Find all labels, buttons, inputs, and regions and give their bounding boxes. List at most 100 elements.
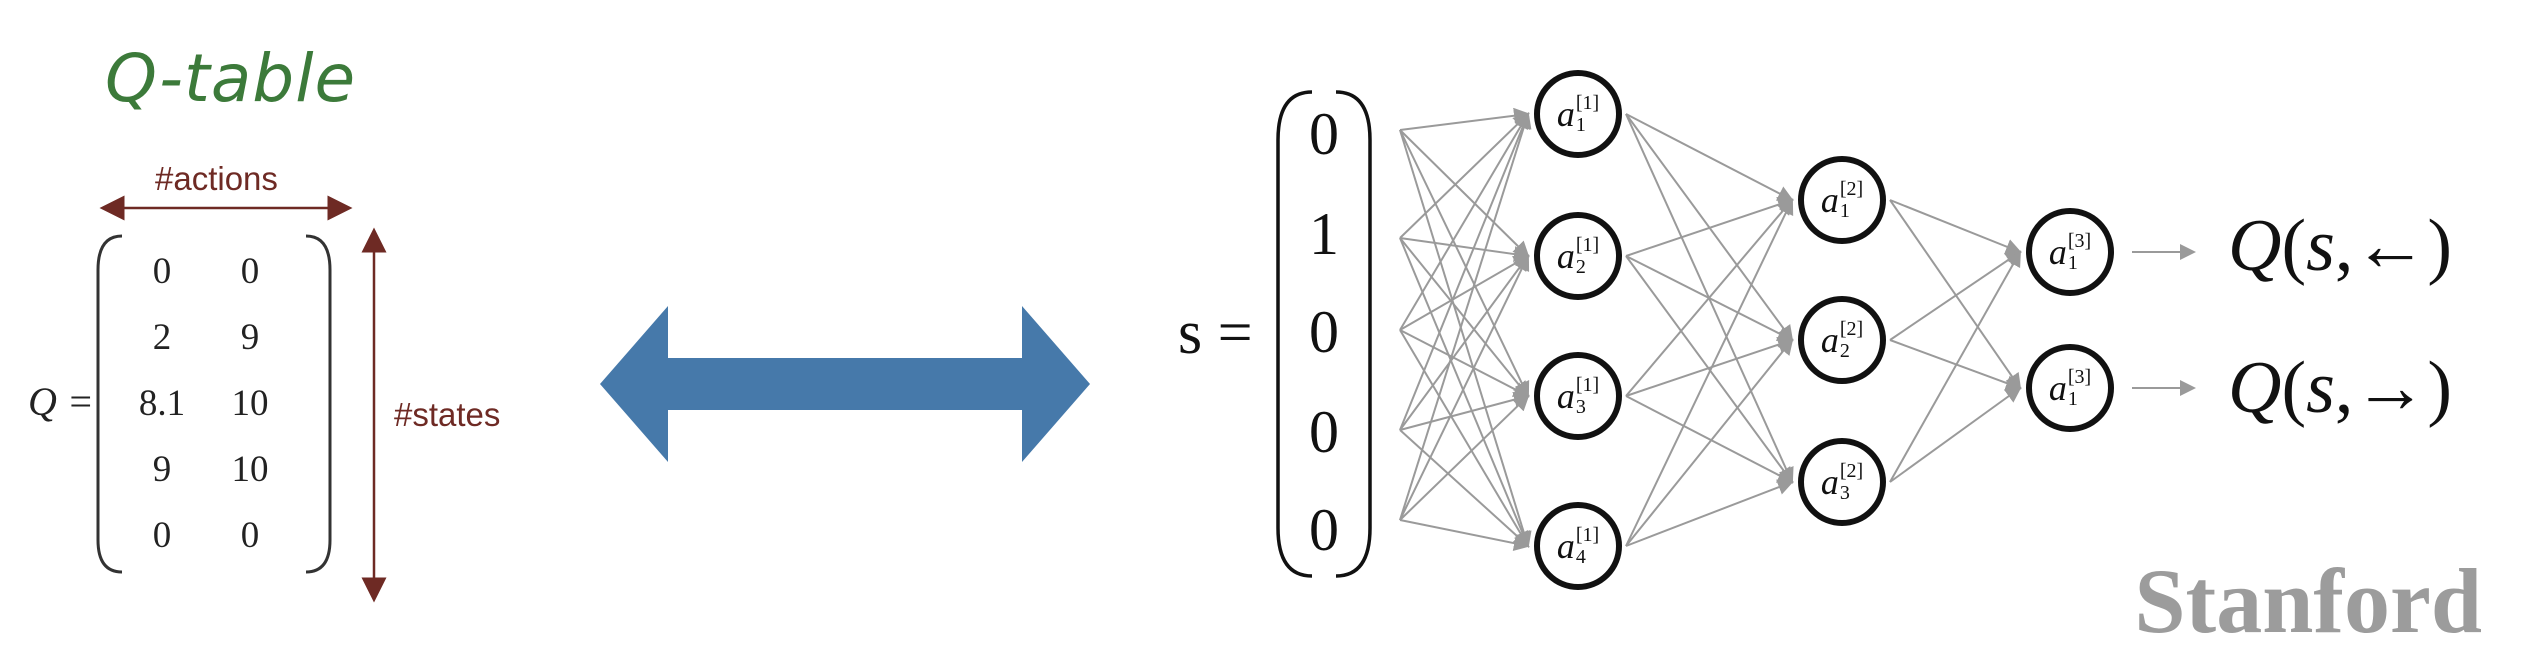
network-edge <box>1399 112 1531 431</box>
states-label: #states <box>394 396 501 433</box>
neuron-label: a[1]3 <box>1540 358 1616 434</box>
network-edge <box>1399 237 1530 262</box>
neuron-label-layer: [1] <box>1575 234 1600 256</box>
network-edge <box>1625 198 1794 397</box>
network-edge <box>1399 254 1530 521</box>
qtable-cell: 10 <box>231 449 269 490</box>
neuron-label-index: 3 <box>1839 482 1850 504</box>
neuron-node: a[2]1 <box>1798 156 1886 244</box>
input-vector-entry: 0 <box>1309 497 1339 563</box>
network-edge <box>1399 519 1530 552</box>
equivalence-double-arrow <box>600 306 1090 462</box>
neuron-node: a[3]1 <box>2026 344 2114 432</box>
q-output-arg: s <box>2306 205 2335 287</box>
q-output-action: ← <box>2353 205 2428 287</box>
qtable-cell: 0 <box>152 515 172 556</box>
network-edge <box>1399 129 1530 258</box>
neuron-label-base: a <box>2048 368 2067 408</box>
neuron-label-base: a <box>1556 236 1575 276</box>
neuron-label-index: 1 <box>1575 114 1586 136</box>
network-edge <box>1399 254 1530 331</box>
network-edge <box>1625 196 1794 257</box>
neuron-label-index: 4 <box>1575 546 1586 568</box>
neuron-label-layer: [3] <box>2067 230 2092 252</box>
neuron-node: a[1]4 <box>1534 502 1622 590</box>
input-vector-entry: 1 <box>1309 201 1339 267</box>
qtable-cell: 0 <box>240 515 260 556</box>
neuron-label: a[1]4 <box>1540 508 1616 584</box>
neuron-label: a[2]3 <box>1804 444 1880 520</box>
network-edge <box>1399 112 1530 239</box>
neuron-label-layer: [1] <box>1575 524 1600 546</box>
neuron-label-base: a <box>1556 526 1575 566</box>
neuron-label: a[2]1 <box>1804 162 1880 238</box>
neuron-label-base: a <box>1556 376 1575 416</box>
neuron-node: a[3]1 <box>2026 208 2114 296</box>
network-edge <box>1889 386 2022 483</box>
q-output-fn: Q <box>2228 347 2282 429</box>
q-output-action: → <box>2353 347 2428 429</box>
neuron-label-layer: [1] <box>1575 92 1600 114</box>
q-output-label: Q(s,→) <box>2228 347 2453 429</box>
neuron-label: a[2]2 <box>1804 302 1880 378</box>
q-output-arg: s <box>2306 347 2335 429</box>
svec-right-bracket <box>1335 90 1372 578</box>
network-edge <box>1399 129 1530 398</box>
qtable-title: Q-table <box>105 40 357 117</box>
input-vector-entry: 0 <box>1309 101 1339 167</box>
neuron-label-index: 1 <box>2067 252 2078 274</box>
network-edges <box>1399 107 2196 552</box>
network-edge <box>1399 129 1532 548</box>
neuron-label-layer: [2] <box>1839 178 1864 200</box>
input-vector-entry: 0 <box>1309 299 1339 365</box>
neuron-node: a[1]3 <box>1534 352 1622 440</box>
qtable-cell: 0 <box>240 251 260 292</box>
neuron-node: a[2]3 <box>1798 438 1886 526</box>
neuron-label-layer: [1] <box>1575 374 1600 396</box>
network-edge <box>1399 329 1530 397</box>
network-edge <box>1399 394 1530 521</box>
neuron-label-base: a <box>1820 180 1839 220</box>
network-edge <box>1889 339 2022 391</box>
neuron-label-base: a <box>2048 232 2067 272</box>
neuron-label-base: a <box>1556 94 1575 134</box>
neuron-label-index: 1 <box>2067 388 2078 410</box>
network-edge <box>1399 391 1530 431</box>
qtable-cell: 9 <box>152 449 172 490</box>
network-edge <box>1625 479 1794 547</box>
network-edge <box>1889 250 2021 483</box>
neuron-label-base: a <box>1820 320 1839 360</box>
neuron-node: a[2]2 <box>1798 296 1886 384</box>
q-output-label: Q(s,←) <box>2228 205 2453 287</box>
svec-left-bracket <box>1276 90 1313 578</box>
neuron-label-base: a <box>1820 462 1839 502</box>
qtable-cell: 10 <box>231 383 269 424</box>
neuron-label-layer: [3] <box>2067 366 2092 388</box>
network-edge <box>1625 336 1794 397</box>
neuron-label-index: 2 <box>1839 340 1850 362</box>
neuron-label-index: 2 <box>1575 256 1586 278</box>
s-symbol: s = <box>1178 299 1253 367</box>
network-edge <box>1399 107 1530 131</box>
q-output-fn: Q <box>2228 205 2282 287</box>
network-edge <box>1399 237 1531 548</box>
network-edge <box>1889 199 2022 255</box>
network-edge <box>1399 254 1530 431</box>
qtable-cell: 2 <box>152 317 172 358</box>
neuron-label: a[3]1 <box>2032 350 2108 426</box>
qtable-cell: 9 <box>240 317 260 358</box>
qtable-cell: 8.1 <box>138 383 186 424</box>
network-edge <box>1399 429 1530 548</box>
network-edge <box>1625 338 1794 547</box>
input-vector-entry: 0 <box>1309 399 1339 465</box>
network-edge <box>1625 113 1794 201</box>
neuron-label-index: 1 <box>1839 200 1850 222</box>
neuron-label: a[1]1 <box>1540 76 1616 152</box>
network-edge <box>1625 198 1794 547</box>
network-edge <box>1889 199 2022 390</box>
network-edge <box>1889 250 2022 341</box>
neuron-label-index: 3 <box>1575 396 1586 418</box>
neuron-label: a[3]1 <box>2032 214 2108 290</box>
qmatrix-right-bracket <box>305 234 332 574</box>
